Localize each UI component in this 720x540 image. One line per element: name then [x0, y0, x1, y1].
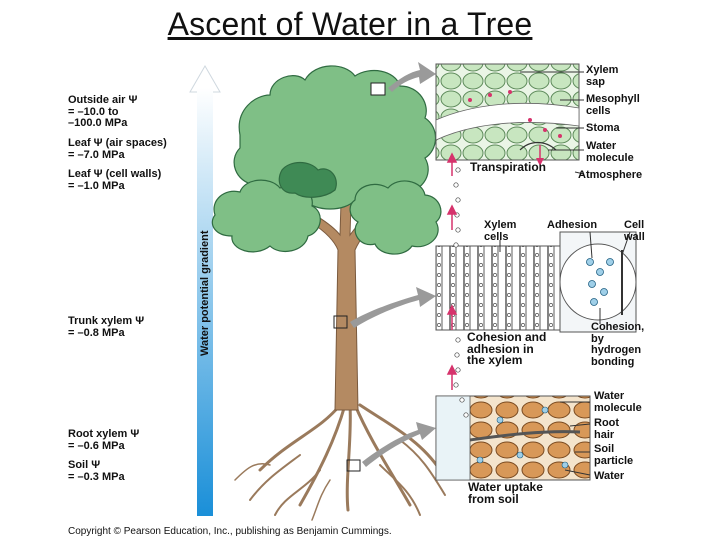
- label-mesophyll-cells: Mesophyll cells: [586, 93, 640, 117]
- label-water-molecule-bottom: Water molecule: [594, 390, 642, 414]
- gradient-label: Water potential gradient: [199, 230, 211, 356]
- label-xylem-sap: Xylem sap: [586, 64, 619, 88]
- label-soil-particle: Soil particle: [594, 443, 634, 467]
- label-root-hair: Root hair: [594, 417, 620, 441]
- trunk-zoom-marker: [333, 315, 348, 329]
- water-droplet-icon: [453, 167, 469, 418]
- label-xylem-cells: Xylem cells: [484, 219, 517, 243]
- label-leaf-cell-walls: Leaf Ψ (cell walls) = –1.0 MPa: [68, 168, 162, 192]
- label-cohesion-adhesion-xylem: Cohesion and adhesion in the xylem: [467, 330, 547, 367]
- label-water-molecule-top: Water molecule: [586, 140, 634, 164]
- copyright-notice: Copyright © Pearson Education, Inc., pub…: [68, 526, 392, 537]
- label-soil: Soil Ψ = –0.3 MPa: [68, 459, 125, 483]
- water-potential-arrow: [189, 64, 221, 516]
- label-adhesion: Adhesion: [547, 219, 598, 231]
- label-water: Water: [594, 470, 625, 482]
- xylem-panel: [435, 231, 637, 333]
- label-leaf-air-spaces: Leaf Ψ (air spaces) = –7.0 MPa: [68, 137, 167, 161]
- label-stoma: Stoma: [586, 122, 620, 134]
- tree-illustration: [211, 65, 446, 521]
- leaf-zoom-marker: [370, 82, 386, 96]
- label-transpiration: Transpiration: [470, 160, 547, 174]
- leaf-cross-section-panel: [435, 63, 580, 166]
- zoom-arrow-icon: [350, 62, 436, 467]
- label-trunk-xylem: Trunk xylem Ψ = –0.8 MPa: [68, 315, 145, 339]
- label-atmosphere: Atmosphere: [578, 169, 643, 181]
- label-outside-air: Outside air Ψ = –10.0 to –100.0 MPa: [68, 94, 138, 129]
- root-zoom-marker: [346, 459, 361, 472]
- page-title: Ascent of Water in a Tree: [167, 6, 533, 42]
- root-soil-panel: [435, 395, 591, 481]
- label-root-xylem: Root xylem Ψ = –0.6 MPa: [68, 428, 140, 452]
- label-cohesion-hydrogen-bonding: Cohesion, by hydrogen bonding: [591, 321, 645, 368]
- label-cell-wall: Cell wall: [624, 219, 645, 243]
- label-water-uptake: Water uptake from soil: [468, 480, 543, 506]
